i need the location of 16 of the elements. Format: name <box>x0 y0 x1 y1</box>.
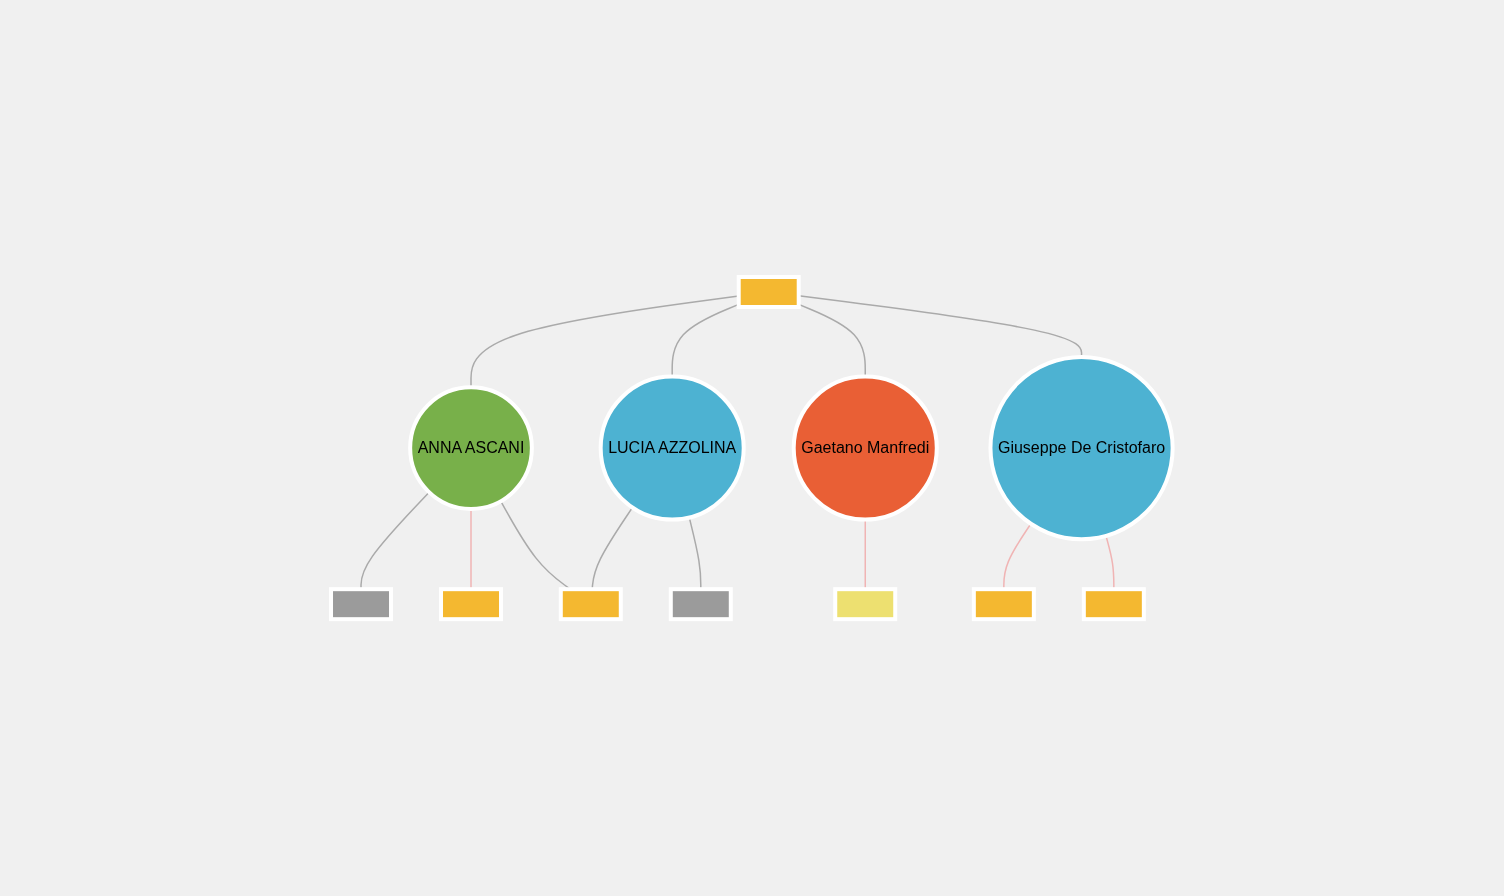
node-circle: Gaetano Manfredi <box>791 374 939 522</box>
node-box <box>329 587 394 622</box>
node-box <box>1082 587 1146 622</box>
node-box <box>668 587 733 622</box>
connector <box>1105 535 1115 590</box>
node-box <box>558 587 623 622</box>
node-circle: ANNA ASCANI <box>408 385 535 511</box>
node-box <box>972 587 1036 622</box>
node-box <box>833 587 898 622</box>
node-circle: LUCIA AZZOLINA <box>598 374 746 522</box>
connector <box>470 508 472 590</box>
node-box <box>736 274 801 309</box>
connector <box>1003 522 1032 590</box>
node-box <box>439 587 504 622</box>
connector <box>360 491 431 590</box>
node-circle: Giuseppe De Cristofaro <box>988 354 1175 542</box>
